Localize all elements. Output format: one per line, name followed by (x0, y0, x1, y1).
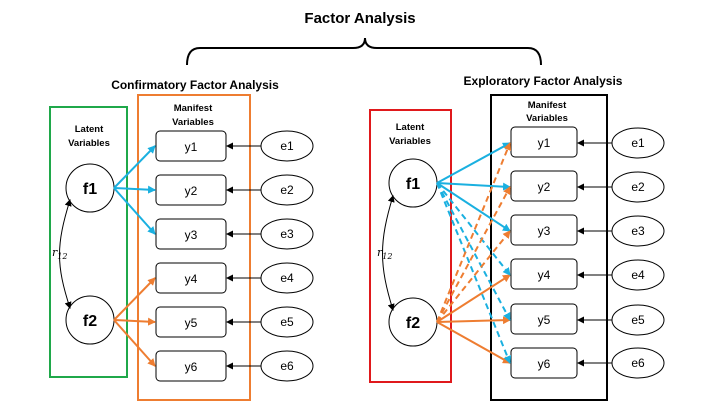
title-brace (186, 37, 542, 66)
cfa-manifest-box (137, 94, 251, 401)
cfa-manifest-label-line1: Manifest (174, 103, 213, 114)
cfa-variable-y6-label: y6 (185, 360, 198, 374)
efa-loading-f2-y5 (436, 316, 511, 325)
cfa-factor-f1-label: f1 (83, 181, 97, 198)
cfa-error-e4-label: e4 (280, 271, 294, 285)
cfa-latent-label-line1: Latent (75, 124, 104, 135)
cfa-error-e2-label: e2 (280, 183, 294, 197)
cfa-manifest-label-line2: Variables (172, 117, 214, 128)
efa-error-e4-label: e4 (631, 268, 645, 282)
efa-section: Exploratory Factor Analysis Latent Varia… (369, 74, 665, 401)
cfa-loading-f2-y4 (113, 277, 156, 321)
efa-cross-loading-f2-y3 (436, 230, 511, 323)
efa-correlation-label: r12 (377, 246, 392, 261)
efa-error-e3-label: e3 (631, 224, 645, 238)
efa-loading-f1-y3 (436, 182, 511, 232)
efa-variable-y5-label: y5 (538, 313, 551, 327)
efa-variable-y1-label: y1 (538, 136, 551, 150)
cfa-loading-f1-y1 (113, 145, 156, 189)
efa-title: Exploratory Factor Analysis (464, 74, 623, 88)
cfa-variable-y1-label: y1 (185, 140, 198, 154)
cfa-section: Confirmatory Factor Analysis Latent Vari… (49, 78, 314, 401)
efa-factor-f1-label: f1 (406, 176, 420, 193)
main-title: Factor Analysis (304, 10, 415, 27)
cfa-variable-y3-label: y3 (185, 228, 198, 242)
efa-cross-loading-f1-y4 (436, 182, 511, 276)
efa-latent-label-line2: Variables (389, 136, 431, 147)
cfa-loading-f1-y2 (113, 185, 156, 194)
efa-loading-f1-y1 (436, 142, 511, 184)
efa-manifest-label-line2: Variables (526, 113, 568, 124)
cfa-latent-label-line2: Variables (68, 138, 110, 149)
efa-error-e5-label: e5 (631, 313, 645, 327)
efa-loading-f2-y6 (436, 321, 511, 364)
efa-loading-f1-y2 (436, 182, 511, 191)
cfa-correlation-arc (59, 199, 72, 309)
cfa-loading-f2-y5 (113, 317, 156, 326)
efa-manifest-box (490, 94, 608, 401)
cfa-correlation-label: r12 (52, 246, 67, 261)
cfa-error-e1-label: e1 (280, 139, 294, 153)
cfa-latent-box (49, 106, 128, 378)
efa-variable-y6-label: y6 (538, 357, 551, 371)
efa-manifest-label-line1: Manifest (528, 100, 567, 111)
efa-latent-label-line1: Latent (396, 122, 425, 133)
efa-error-e2-label: e2 (631, 180, 645, 194)
efa-error-e1-label: e1 (631, 136, 645, 150)
efa-cross-loading-f1-y6 (436, 182, 512, 364)
cfa-variable-y4-label: y4 (185, 272, 198, 286)
cfa-error-e3-label: e3 (280, 227, 294, 241)
cfa-title: Confirmatory Factor Analysis (111, 78, 279, 92)
efa-variable-y4-label: y4 (538, 268, 551, 282)
efa-correlation-arc (382, 195, 395, 311)
efa-cross-loading-f2-y2 (436, 186, 511, 323)
cfa-error-e6-label: e6 (280, 359, 294, 373)
efa-variable-y2-label: y2 (538, 180, 551, 194)
efa-error-e6-label: e6 (631, 356, 645, 370)
efa-loading-f2-y4 (436, 274, 511, 323)
cfa-loading-f1-y3 (113, 187, 156, 235)
cfa-factor-f2-label: f2 (83, 313, 97, 330)
efa-variable-y3-label: y3 (538, 224, 551, 238)
cfa-error-e5-label: e5 (280, 315, 294, 329)
efa-cross-loading-f2-y1 (436, 142, 512, 323)
cfa-variable-y5-label: y5 (185, 316, 198, 330)
efa-factor-f2-label: f2 (406, 315, 420, 332)
efa-cross-loading-f1-y5 (436, 182, 511, 321)
cfa-variable-y2-label: y2 (185, 184, 198, 198)
cfa-loading-f2-y6 (113, 319, 156, 367)
efa-latent-box (369, 109, 452, 383)
